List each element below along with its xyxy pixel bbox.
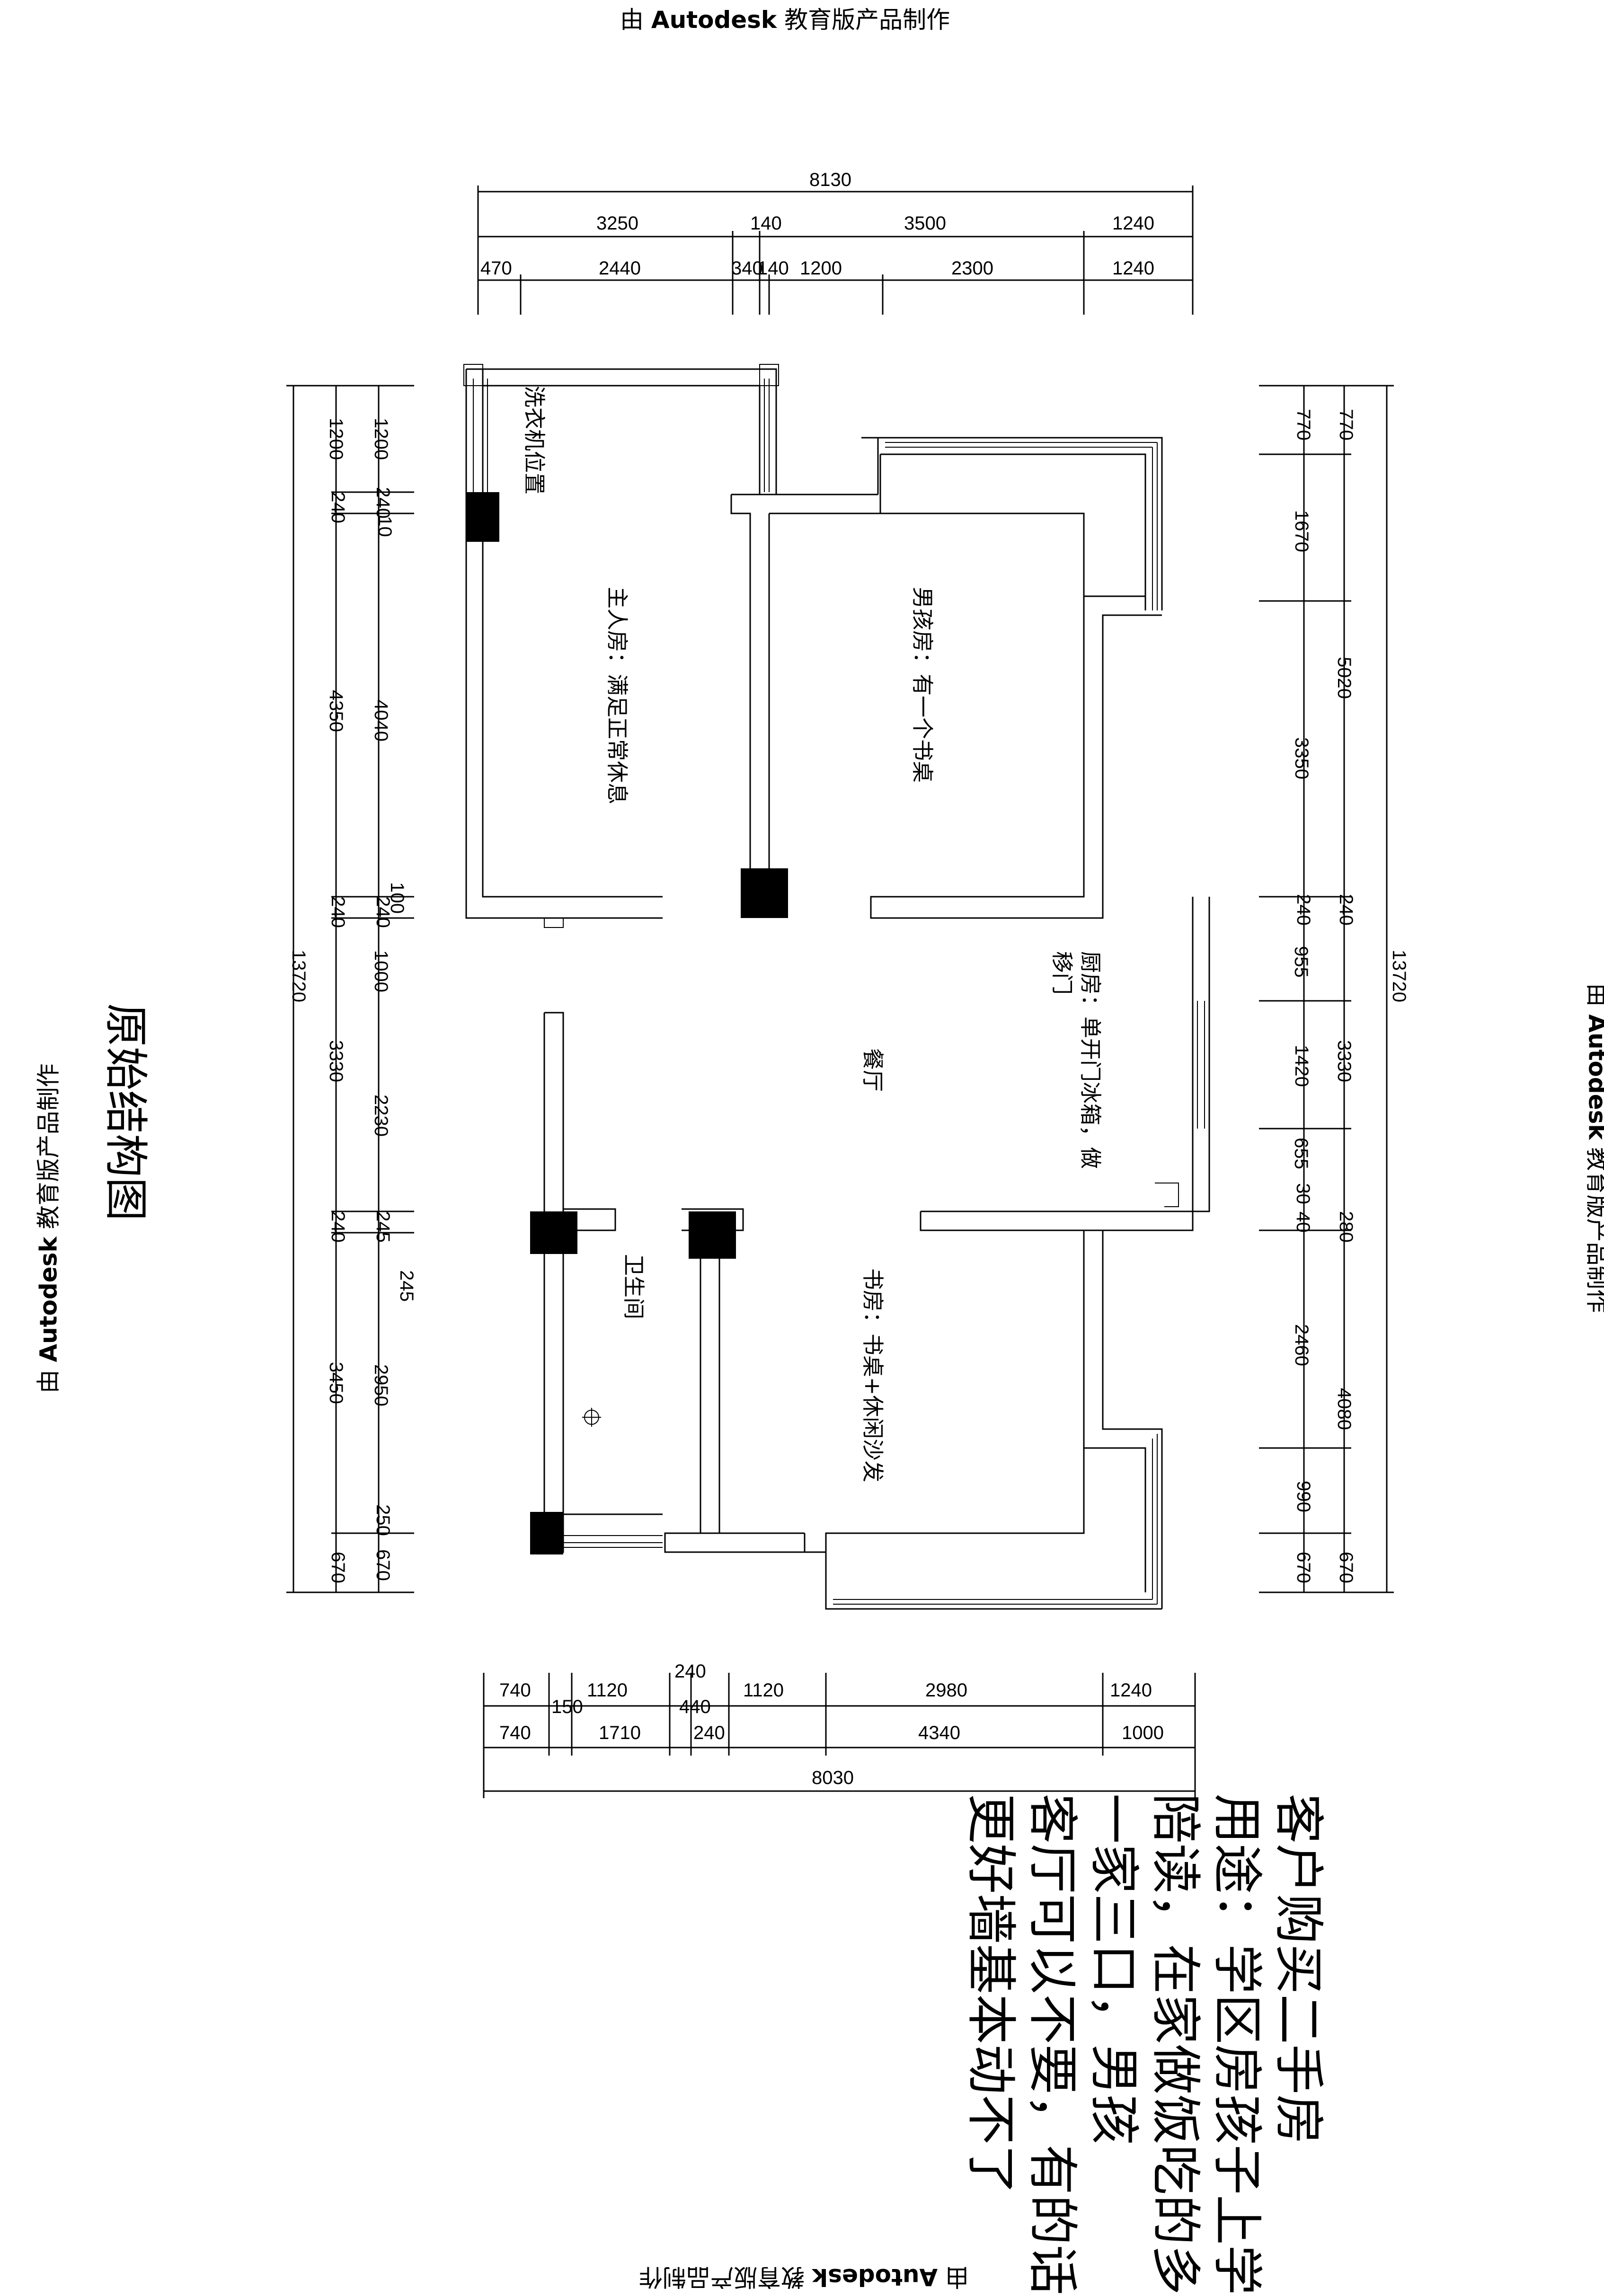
dim-left-inner-5: 240 xyxy=(372,896,393,928)
watermark-top: 由 Autodesk 教育版产品制作 xyxy=(620,1,950,35)
dim-bottom-row1-5: 1120 xyxy=(743,1680,784,1701)
column xyxy=(466,492,499,542)
dim-top-total: 8130 xyxy=(809,169,851,190)
dim-right-inner-2: 3350 xyxy=(1291,737,1312,779)
dim-bottom-row2-0: 740 xyxy=(499,1722,531,1743)
dim-left-outer-0: 1200 xyxy=(325,418,346,460)
dim-right-inner-9: 2460 xyxy=(1291,1324,1312,1366)
dim-left-inner-7: 2230 xyxy=(370,1095,391,1137)
column xyxy=(530,1512,563,1554)
dim-bottom-total: 8030 xyxy=(812,1767,854,1788)
dim-left-inner-0: 1200 xyxy=(370,418,391,460)
dim-left-outer-2: 4350 xyxy=(325,690,346,732)
dim-bottom-row2-1: 1710 xyxy=(599,1722,641,1743)
dim-left-outer-6: 3450 xyxy=(325,1362,346,1404)
dim-left-outer-4: 3330 xyxy=(325,1040,346,1082)
dim-top-row1-0: 470 xyxy=(480,258,512,279)
dim-left-inner-2: 10 xyxy=(374,516,395,537)
watermark-prefix: 由 xyxy=(620,6,651,34)
dim-left-inner-3: 4040 xyxy=(370,699,391,742)
dim-right-total: 13720 xyxy=(1389,949,1410,1003)
dim-left-inner-11: 250 xyxy=(372,1504,393,1536)
room-study-label: 书房：书桌+休闲沙发 xyxy=(860,1268,886,1483)
dim-left-inner-12: 670 xyxy=(372,1549,393,1581)
dim-left-outer-5: 240 xyxy=(327,1211,348,1243)
dim-right-mid-1: 5020 xyxy=(1333,657,1355,699)
dim-bottom-row1-1: 1120 xyxy=(587,1680,628,1701)
watermark-suffix: 教育版产品制作 xyxy=(777,6,950,34)
dim-left-outer-3: 240 xyxy=(327,896,348,928)
dim-right-mid-6: 670 xyxy=(1335,1552,1356,1583)
dim-right-inner-8: 40 xyxy=(1292,1211,1313,1233)
dim-bottom-row2-3: 4340 xyxy=(918,1722,960,1743)
note-line-6: 更好墙基本动不了 xyxy=(962,1793,1020,2195)
room-boy-label: 男孩房：有一个书桌 xyxy=(910,587,935,783)
dim-right-mid-4: 280 xyxy=(1335,1211,1356,1243)
dim-left-inner-1: 240 xyxy=(372,487,393,519)
room-kitchen-label-2: 移门 xyxy=(1049,951,1075,995)
room-master-label: 主人房：满足正常休息 xyxy=(604,587,630,804)
dim-right-mid-5: 4080 xyxy=(1333,1388,1355,1430)
dim-top-row1-4: 1200 xyxy=(800,258,842,279)
dim-right-inner-3: 240 xyxy=(1293,894,1314,926)
dim-top-row1-5: 2300 xyxy=(951,258,993,279)
dim-left-inner-10: 2950 xyxy=(370,1364,391,1406)
room-bathroom-label: 卫生间 xyxy=(621,1254,647,1319)
dim-right-inner-5: 1420 xyxy=(1291,1045,1312,1087)
dim-left-total: 13720 xyxy=(288,949,310,1003)
dim-bottom-row1-0: 740 xyxy=(499,1680,531,1701)
column xyxy=(689,1211,736,1259)
column xyxy=(741,868,788,918)
dim-top-row1-1: 2440 xyxy=(599,258,641,279)
dim-bottom-row1-2: 240 xyxy=(674,1661,706,1682)
dim-left-inner-9: 245 xyxy=(396,1270,417,1302)
dim-top-row1-2: 340 xyxy=(731,258,763,279)
dim-bottom-row1-6: 2980 xyxy=(925,1680,967,1701)
dim-bottom-row2-4: 1000 xyxy=(1122,1722,1164,1743)
dim-right-inner-1: 1670 xyxy=(1291,510,1312,552)
dim-top-row1-6: 1240 xyxy=(1112,258,1154,279)
dim-bottom-row1-3: 150 xyxy=(551,1696,583,1717)
dim-top-row1-3: 140 xyxy=(757,258,789,279)
dim-right-inner-6: 655 xyxy=(1290,1138,1312,1169)
room-kitchen-label-1: 厨房：单开门冰箱，做 xyxy=(1078,951,1103,1169)
dim-right-inner-0: 770 xyxy=(1293,409,1314,441)
dim-bottom-row2-2: 240 xyxy=(693,1722,725,1743)
dim-top-row2-2: 3500 xyxy=(904,213,946,234)
dim-right-mid-3: 3330 xyxy=(1333,1040,1355,1082)
dim-right-inner-4: 955 xyxy=(1290,946,1312,978)
dim-top-row2-1: 140 xyxy=(750,213,782,234)
dim-top-row2-0: 3250 xyxy=(596,213,638,234)
column xyxy=(530,1211,577,1254)
dim-bottom-row1-7: 1240 xyxy=(1110,1680,1152,1701)
dim-right-inner-7: 30 xyxy=(1292,1183,1313,1204)
dim-bottom-row1-4: 440 xyxy=(679,1696,711,1717)
dim-left-inner-6: 1000 xyxy=(370,950,391,992)
dim-left-outer-1: 240 xyxy=(327,492,348,523)
room-dining-label: 餐厅 xyxy=(860,1048,886,1092)
dim-right-mid-2: 240 xyxy=(1335,894,1356,926)
room-washer-label: 洗衣机位置 xyxy=(522,386,547,495)
dim-right-mid-0: 770 xyxy=(1335,409,1356,441)
dim-left-outer-7: 670 xyxy=(327,1552,348,1583)
dim-right-inner-11: 670 xyxy=(1293,1552,1314,1583)
watermark-brand: Autodesk xyxy=(651,6,777,34)
dim-left-inner-8: 245 xyxy=(372,1211,393,1243)
plan-title: 原始结构图 xyxy=(100,1003,151,1221)
dim-right-inner-10: 990 xyxy=(1293,1481,1314,1512)
dim-top-row2-3: 1240 xyxy=(1112,213,1154,234)
